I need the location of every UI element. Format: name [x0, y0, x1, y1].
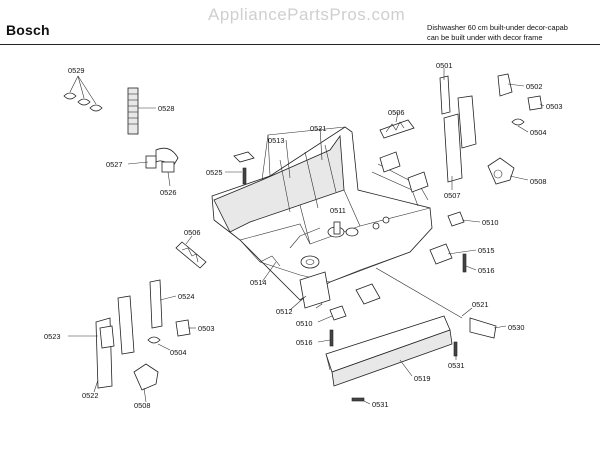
callout-label: 0508 — [530, 177, 546, 186]
callout-label: 0524 — [178, 292, 194, 301]
callout-label: 0522 — [82, 391, 98, 400]
model-description: Dishwasher 60 cm built-under decor-capab… — [427, 23, 568, 43]
callout-label: 0519 — [414, 374, 430, 383]
leader-lines — [68, 68, 545, 405]
base-frame-drawing — [211, 126, 433, 309]
callout-label: 0521 — [472, 300, 488, 309]
header-divider — [0, 44, 600, 45]
callout-label: 0526 — [160, 188, 176, 197]
callout-label: 0516 — [478, 266, 494, 275]
callout-label: 0506 — [184, 228, 200, 237]
description-line-1: Dishwasher 60 cm built-under decor-capab — [427, 23, 568, 32]
callout-label: 0507 — [444, 191, 460, 200]
drain-hose-drawing — [63, 87, 179, 173]
callout-label: 0530 — [508, 323, 524, 332]
callout-label: 0506 — [388, 108, 404, 117]
brand-title: Bosch — [6, 22, 50, 38]
callout-label: 0528 — [158, 104, 174, 113]
callout-label: 0525 — [206, 168, 222, 177]
callout-label: 0529 — [68, 66, 84, 75]
callout-label: 0515 — [478, 246, 494, 255]
callout-label: 0504 — [530, 128, 546, 137]
callout-label: 0510 — [296, 319, 312, 328]
small-parts-drawing — [95, 73, 543, 402]
description-line-2: can be built under with decor frame — [427, 33, 543, 42]
callout-label: 0531 — [372, 400, 388, 409]
callout-label: 0527 — [106, 160, 122, 169]
callout-label: 0531 — [448, 361, 464, 370]
callout-labels: 0529 0528 0527 0526 0525 0513 0521 0506 … — [44, 61, 562, 410]
callout-label: 0514 — [250, 278, 266, 287]
callout-label: 0503 — [198, 324, 214, 333]
callout-label: 0502 — [526, 82, 542, 91]
callout-label: 0513 — [268, 136, 284, 145]
callout-label: 0508 — [134, 401, 150, 410]
callout-label: 0512 — [276, 307, 292, 316]
watermark: AppliancePartsPros.com — [208, 5, 406, 24]
callout-label: 0503 — [546, 102, 562, 111]
callout-label: 0521 — [310, 124, 326, 133]
callout-label: 0511 — [330, 206, 346, 215]
callout-label: 0523 — [44, 332, 60, 341]
callout-label: 0501 — [436, 61, 452, 70]
callout-label: 0516 — [296, 338, 312, 347]
callout-label: 0504 — [170, 348, 186, 357]
callout-label: 0510 — [482, 218, 498, 227]
